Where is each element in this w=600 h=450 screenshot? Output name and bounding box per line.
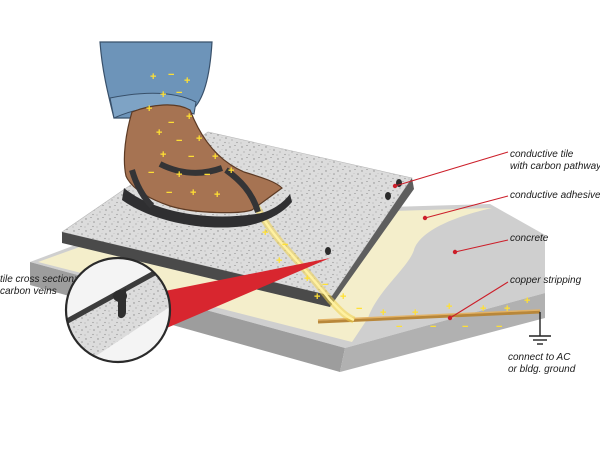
foot-illustration bbox=[99, 41, 292, 228]
minus-charge-icon: − bbox=[282, 239, 288, 251]
label-cross-section: tile cross section: carbon veins bbox=[0, 274, 77, 298]
label-copper-stripping: copper stripping bbox=[510, 275, 582, 286]
minus-charge-icon: − bbox=[396, 321, 402, 333]
label-ground-connection: connect to AC or bldg. ground bbox=[508, 352, 575, 376]
plus-charge-icon: + bbox=[176, 169, 182, 181]
plus-charge-icon: + bbox=[228, 165, 234, 177]
minus-charge-icon: − bbox=[496, 321, 502, 333]
minus-charge-icon: − bbox=[322, 279, 328, 291]
tile-cross-section-magnifier bbox=[64, 256, 172, 364]
sandal-strap-toe bbox=[224, 167, 261, 213]
leader-lines bbox=[392, 151, 509, 321]
plus-charge-icon: + bbox=[504, 303, 510, 315]
minus-charge-icon: − bbox=[166, 187, 172, 199]
label-ground-line2: or bldg. ground bbox=[508, 364, 576, 375]
plus-charge-icon: + bbox=[314, 291, 320, 303]
plus-charge-icon: + bbox=[150, 71, 156, 83]
plus-charge-icon: + bbox=[156, 127, 162, 139]
ground-symbol-icon bbox=[529, 312, 551, 345]
minus-charge-icon: − bbox=[168, 117, 174, 129]
plus-charge-icon: + bbox=[160, 149, 166, 161]
plus-charge-icon: + bbox=[262, 227, 268, 239]
minus-charge-icon: − bbox=[356, 303, 362, 315]
plus-charge-icon: + bbox=[146, 103, 152, 115]
plus-charge-icon: + bbox=[190, 187, 196, 199]
sandal-strap-heel bbox=[129, 169, 155, 209]
plus-charge-icon: + bbox=[304, 273, 310, 285]
label-conductive-tile: conductive tile with carbon pathways bbox=[510, 149, 600, 173]
minus-charge-icon: − bbox=[168, 69, 174, 81]
sandal-sole bbox=[122, 188, 292, 228]
label-conductive-adhesive: conductive adhesive bbox=[510, 190, 600, 201]
label-conductive-tile-line1: conductive tile bbox=[510, 149, 574, 160]
plus-charge-icon: + bbox=[380, 307, 386, 319]
plus-charge-icon: + bbox=[446, 301, 452, 313]
plus-charge-icon: + bbox=[160, 89, 166, 101]
body-charges: + − + − + + − + + − + + − + − + − + + − … bbox=[146, 69, 234, 201]
plus-charge-icon: + bbox=[184, 75, 190, 87]
plus-charge-icon: + bbox=[276, 255, 282, 267]
sandal-strap-mid bbox=[158, 161, 224, 176]
label-concrete: concrete bbox=[510, 233, 549, 244]
minus-charge-icon: − bbox=[148, 167, 154, 179]
minus-charge-icon: − bbox=[204, 169, 210, 181]
label-cross-section-line2: carbon veins bbox=[0, 286, 57, 297]
plus-charge-icon: + bbox=[412, 307, 418, 319]
minus-charge-icon: − bbox=[176, 87, 182, 99]
minus-charge-icon: − bbox=[188, 151, 194, 163]
plus-charge-icon: + bbox=[186, 111, 192, 123]
plus-charge-icon: + bbox=[480, 303, 486, 315]
minus-charge-icon: − bbox=[430, 321, 436, 333]
label-ground-line1: connect to AC bbox=[508, 352, 571, 363]
plus-charge-icon: + bbox=[212, 151, 218, 163]
plus-charge-icon: + bbox=[196, 133, 202, 145]
magnifier-beam bbox=[160, 258, 330, 330]
plus-charge-icon: + bbox=[340, 291, 346, 303]
minus-charge-icon: − bbox=[462, 321, 468, 333]
conductive-pathway bbox=[247, 194, 356, 324]
plus-charge-icon: + bbox=[524, 295, 530, 307]
label-conductive-tile-line2: with carbon pathways bbox=[510, 161, 600, 172]
label-cross-section-line1: tile cross section: bbox=[0, 274, 77, 285]
copper-stripping bbox=[317, 309, 541, 324]
minus-charge-icon: − bbox=[176, 135, 182, 147]
plus-charge-icon: + bbox=[214, 189, 220, 201]
